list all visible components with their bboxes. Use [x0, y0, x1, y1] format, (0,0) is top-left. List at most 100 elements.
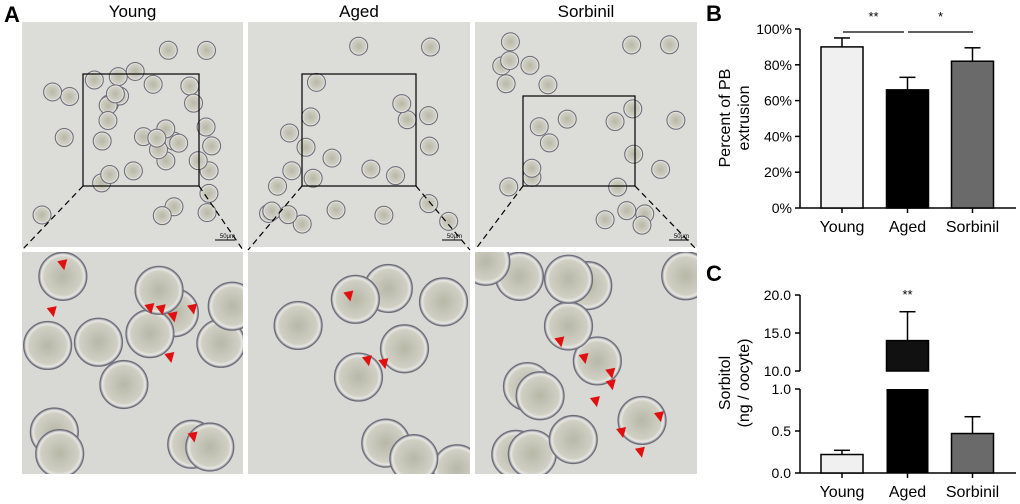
oocyte: [617, 395, 667, 446]
oocyte: [389, 434, 439, 474]
oocyte: [651, 159, 671, 179]
x-tick-label: Sorbinil: [946, 484, 999, 501]
oocyte: [197, 203, 217, 223]
oocyte: [661, 252, 697, 301]
significance-label: **: [868, 9, 878, 24]
oocyte: [386, 166, 406, 186]
oocyte: [207, 281, 243, 331]
oocyte: [268, 176, 288, 196]
scale-bar-label: 50μm: [220, 234, 235, 240]
oocyte: [301, 107, 321, 127]
bar: [820, 453, 864, 474]
significance-label: **: [902, 287, 912, 302]
panel-letter: C: [706, 261, 722, 286]
oocyte: [296, 137, 316, 157]
column-label: Sorbinil: [558, 2, 615, 21]
micrograph-overview: 50μm: [248, 22, 470, 247]
oocyte: [349, 36, 369, 56]
column-label: Young: [109, 2, 157, 21]
zoom-guide: [415, 185, 471, 251]
oocyte: [608, 177, 628, 197]
pb-arrowhead: [57, 259, 68, 271]
y-tick-label: 40%: [764, 128, 792, 144]
oocyte: [538, 75, 558, 95]
oocyte: [278, 205, 298, 225]
bar: [885, 339, 930, 372]
bar: [950, 432, 995, 474]
y-tick-label: 15.0: [764, 325, 791, 341]
oocyte: [92, 131, 112, 151]
pb-arrowhead: [578, 353, 589, 365]
oocyte: [419, 194, 439, 214]
oocyte: [418, 277, 469, 327]
oocyte: [330, 274, 380, 324]
x-tick-label: Aged: [889, 484, 926, 501]
zoom-box: [82, 73, 200, 187]
oocyte: [158, 40, 178, 60]
oocyte: [605, 112, 625, 132]
y-tick-label: 60%: [764, 93, 792, 109]
oocyte: [496, 74, 516, 94]
oocyte: [548, 414, 598, 465]
oocyte: [397, 110, 417, 130]
oocyte: [262, 201, 282, 221]
oocyte: [84, 70, 104, 90]
micrograph-overview: 50μm: [475, 22, 697, 247]
oocyte: [595, 210, 615, 230]
pb-arrowhead: [554, 336, 565, 348]
oocyte: [54, 127, 74, 147]
oocyte: [374, 205, 394, 225]
oocyte: [392, 94, 412, 114]
oocyte: [303, 168, 323, 188]
y-tick-label: 0.5: [772, 423, 792, 439]
pb-arrowhead: [634, 446, 645, 458]
zoom-box: [301, 73, 417, 187]
pb-arrowhead: [361, 355, 372, 367]
panel-letter: B: [706, 1, 722, 26]
oocyte: [632, 215, 652, 235]
pb-arrowhead: [164, 351, 175, 363]
pb-arrowhead: [616, 427, 627, 439]
oocyte: [60, 87, 80, 107]
micrograph-magnified: [248, 252, 470, 474]
oocyte: [169, 133, 189, 153]
y-tick-label: 1.0: [772, 381, 792, 397]
y-tick-label: 10.0: [764, 363, 791, 379]
significance-label: *: [938, 9, 943, 24]
oocyte: [419, 136, 439, 156]
pb-arrowhead: [378, 358, 389, 370]
pb-arrowhead: [605, 367, 616, 379]
oocyte: [123, 161, 143, 181]
oocyte: [180, 76, 200, 96]
pb-arrowhead: [605, 379, 616, 391]
oocyte: [326, 200, 346, 220]
y-axis-label: Sorbitol(ng / oocyte): [717, 339, 753, 428]
y-tick-label: 80%: [764, 57, 792, 73]
oocyte: [43, 82, 63, 102]
oocyte: [152, 206, 172, 226]
oocyte: [666, 110, 686, 130]
pb-arrowhead: [155, 304, 166, 316]
zoom-guide: [247, 185, 303, 251]
x-tick-label: Sorbinil: [946, 219, 999, 236]
oocyte: [617, 201, 637, 221]
oocyte: [125, 309, 175, 359]
oocyte: [100, 165, 120, 185]
oocyte: [188, 151, 208, 171]
oocyte: [475, 252, 511, 286]
oocyte: [623, 99, 643, 119]
zoom-box: [522, 95, 636, 187]
oocyte: [282, 161, 302, 181]
oocyte: [32, 205, 52, 225]
oocyte: [199, 183, 219, 203]
oocyte: [35, 429, 85, 474]
oocyte: [125, 61, 145, 81]
oocyte: [143, 74, 163, 94]
oocyte: [73, 317, 124, 367]
oocyte: [306, 72, 326, 92]
oocyte: [622, 35, 642, 55]
